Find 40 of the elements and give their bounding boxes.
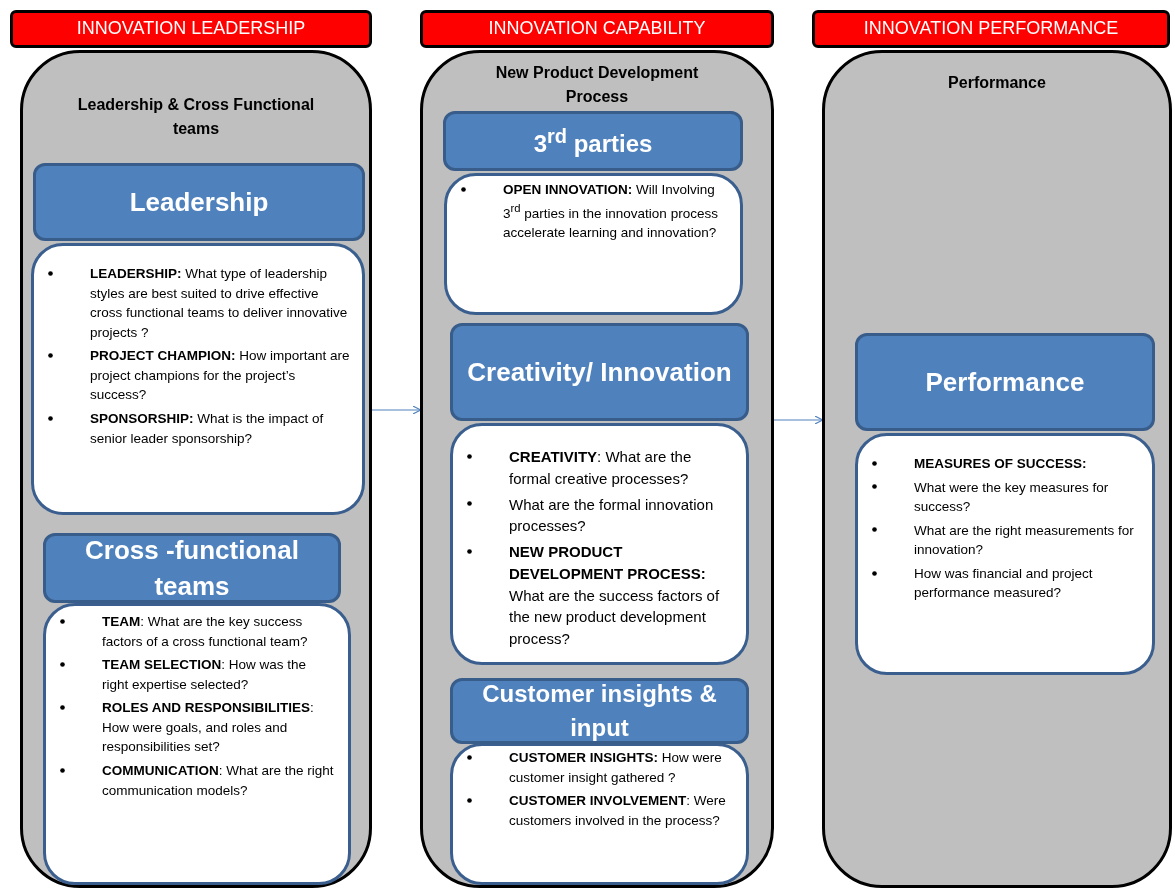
section-title-box: Creativity/ Innovation xyxy=(450,323,749,421)
question-card xyxy=(450,743,749,885)
question-text: COMMUNICATION: What are the right communication models? xyxy=(50,760,336,801)
question-text: TEAM: What are the key success factors of a cross functional team? xyxy=(50,612,336,652)
question-text: CREATIVITY: What are the formal creative processes? xyxy=(457,446,734,490)
arrow xyxy=(773,415,824,425)
question-card xyxy=(855,433,1155,675)
question-text: How was financial and project performance measured? xyxy=(862,563,1140,603)
question-text: LEADERSHIP: What type of leadership styles are best suited to drive effective cross functional teams to deliver innovative projects ? xyxy=(38,264,350,343)
column-panel xyxy=(420,50,774,888)
question-card xyxy=(444,173,743,315)
column-header-tab: INNOVATION PERFORMANCE xyxy=(812,10,1170,48)
column-panel xyxy=(20,50,372,888)
question-text: OPEN INNOVATION: Will Involving 3$^{rd}$ parties in the innovation process accelerate learning and innovation? xyxy=(451,180,728,243)
question-text: CUSTOMER INVOLVEMENT: Were customers involved in the process? xyxy=(457,791,734,831)
section-title-box: Leadership xyxy=(33,163,365,241)
arrow xyxy=(371,405,422,415)
column-heading: New Product Development Process xyxy=(494,63,700,107)
section-title-box: 3$^{rd}$ parties xyxy=(443,111,743,171)
question-text: SPONSORSHIP: What is the impact of senior leader sponsorship? xyxy=(38,408,350,449)
column-heading: Performance xyxy=(947,73,1047,93)
question-text: PROJECT CHAMPION: How important are project champions for the project’s success? xyxy=(38,346,350,405)
section-title-box: Performance xyxy=(855,333,1155,431)
column-header-tab: INNOVATION CAPABILITY xyxy=(420,10,774,48)
question-text: MEASURES OF SUCCESS: xyxy=(862,454,1140,474)
question-card xyxy=(450,423,749,665)
question-card xyxy=(43,603,351,885)
column-panel xyxy=(822,50,1172,888)
section-title-box: Customer insights & input xyxy=(450,678,749,744)
question-text: CUSTOMER INSIGHTS: How were customer insight gathered ? xyxy=(457,748,734,788)
section-title-box: Cross -functional teams xyxy=(43,533,341,603)
question-text: ROLES AND RESPONSIBILITIES: How were goals, and roles and responsibilities set? xyxy=(50,698,336,757)
question-text: What are the right measurements for innovation? xyxy=(862,520,1140,560)
column-heading: Leadership & Cross Functional teams xyxy=(76,95,316,139)
column-header-tab: INNOVATION LEADERSHIP xyxy=(10,10,372,48)
question-text: What are the formal innovation processes? xyxy=(457,493,734,537)
question-text: TEAM SELECTION: How was the right expertise selected? xyxy=(50,655,336,695)
question-card xyxy=(31,243,365,515)
question-text: What were the key measures for success? xyxy=(862,477,1140,517)
question-text: NEW PRODUCT DEVELOPMENT PROCESS: What are the success factors of the new product development process? xyxy=(457,541,734,650)
